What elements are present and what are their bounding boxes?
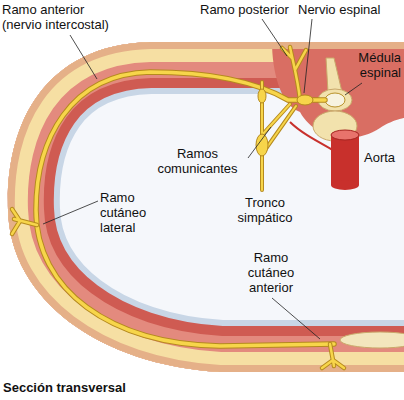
lateral-branch-outline	[12, 209, 37, 234]
leader-line	[262, 19, 287, 56]
skin-layer	[8, 42, 404, 372]
spinal-ganglion	[297, 95, 313, 105]
spinal-cord	[325, 93, 345, 107]
leader-line	[70, 35, 97, 79]
pleura-layer	[8, 42, 404, 372]
part-label: Aorta	[364, 150, 395, 165]
part-label: Tronco simpático	[230, 195, 300, 225]
aorta-wall	[331, 135, 359, 185]
part-label: Ramos comunicantes	[150, 146, 245, 176]
sympathetic-trunk	[262, 82, 296, 190]
sympathetic-trunk-outline	[262, 82, 296, 190]
anterior-cutaneous-branch	[322, 344, 344, 368]
intercostal-muscle-layer	[8, 42, 404, 372]
part-label: Médula espinal	[345, 50, 401, 80]
part-label: Ramo cutáneo anterior	[240, 250, 302, 295]
aorta-lumen	[331, 130, 359, 140]
fat-layer	[8, 42, 404, 372]
spinous-process	[326, 58, 342, 92]
leader-line	[345, 83, 362, 95]
thoracic-cavity	[8, 42, 404, 372]
intercostal-nerve-outline	[36, 72, 334, 346]
intercostal-nerve	[36, 72, 334, 346]
leader-line	[248, 127, 271, 158]
leader-line	[304, 19, 312, 93]
part-label: Nervio espinal	[298, 2, 380, 17]
caption: Sección transversal	[3, 380, 126, 395]
sympathetic-ganglion	[258, 89, 266, 103]
part-label: Ramo cutáneo lateral	[100, 190, 160, 235]
posterior-ramus	[282, 47, 306, 100]
inner-muscle-layer	[8, 42, 404, 372]
sternum	[340, 332, 404, 348]
part-label: Ramo anterior (nervio intercostal)	[2, 2, 117, 32]
leader-line	[43, 201, 98, 224]
anterior-branch-outline	[322, 344, 344, 368]
posterior-ramus-outline	[282, 47, 306, 100]
part-label: Ramo posterior	[200, 2, 289, 17]
intercostal-artery	[290, 122, 333, 150]
aorta-bottom	[331, 180, 359, 190]
leader-line	[272, 298, 320, 339]
lateral-cutaneous-branch	[12, 209, 37, 234]
